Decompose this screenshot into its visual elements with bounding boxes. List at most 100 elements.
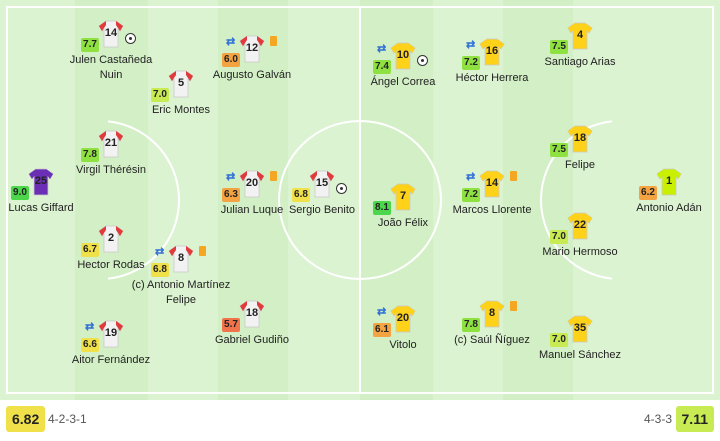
shirt-number: 25 — [34, 175, 48, 187]
player-shirt-icon — [390, 183, 416, 211]
player-shirt-icon — [567, 22, 593, 50]
shirt-number: 14 — [104, 27, 118, 39]
player-name: Héctor Herrera — [455, 72, 529, 84]
player-name: Mario Hermoso — [542, 246, 618, 258]
shirt-number: 7 — [399, 190, 407, 202]
shirt-number: 19 — [104, 327, 118, 339]
substitution-icon: ⇄ — [466, 39, 476, 51]
player-name: Felipe — [565, 159, 595, 171]
player-rating: 6.8 — [292, 188, 310, 202]
player-rating: 7.8 — [81, 148, 99, 162]
player-name: Vitolo — [389, 339, 417, 351]
player-shirt-icon — [98, 130, 124, 158]
player-rating: 6.3 — [222, 188, 240, 202]
shirt-number: 22 — [573, 219, 587, 231]
shirt-number: 10 — [396, 49, 410, 61]
shirt-number: 16 — [485, 45, 499, 57]
away-formation: 4-3-3 — [644, 412, 673, 426]
player-rating: 5.7 — [222, 318, 240, 332]
player-rating: 6.7 — [81, 243, 99, 257]
shirt-number: 4 — [576, 29, 584, 41]
player-name: Antonio Adán — [636, 202, 702, 214]
substitution-icon: ⇄ — [226, 36, 236, 48]
player-name: Sergio Benito — [288, 204, 356, 216]
shirt-number: 8 — [488, 307, 496, 319]
player-rating: 8.1 — [373, 201, 391, 215]
shirt-number: 8 — [177, 252, 185, 264]
player-name: Aitor Fernández — [71, 354, 151, 366]
shirt-number: 18 — [245, 307, 259, 319]
shirt-number: 1 — [665, 175, 673, 187]
yellow-card-icon — [510, 301, 517, 311]
player-shirt-icon — [168, 70, 194, 98]
away-player[interactable]: 8 7.8 (c) Saúl Ñíguez — [442, 300, 542, 400]
player-rating: 7.4 — [373, 60, 391, 74]
player-shirt-icon — [168, 245, 194, 273]
substitution-icon: ⇄ — [155, 246, 165, 258]
yellow-card-icon — [199, 246, 206, 256]
yellow-card-icon — [270, 36, 277, 46]
player-rating: 6.0 — [222, 53, 240, 67]
player-name: Santiago Arias — [544, 56, 616, 68]
player-rating: 7.8 — [462, 318, 480, 332]
player-name: Julian Luque — [220, 204, 284, 216]
player-rating: 7.7 — [81, 38, 99, 52]
player-rating: 6.8 — [151, 263, 169, 277]
player-rating: 7.0 — [550, 333, 568, 347]
goal-ball-icon — [125, 33, 136, 44]
player-rating: 6.1 — [373, 323, 391, 337]
substitution-icon: ⇄ — [226, 171, 236, 183]
away-team-rating: 7.11 — [675, 406, 714, 432]
player-shirt-icon — [98, 320, 124, 348]
yellow-card-icon — [270, 171, 277, 181]
player-shirt-icon — [567, 125, 593, 153]
player-rating: 7.0 — [550, 230, 568, 244]
shirt-number: 35 — [573, 322, 587, 334]
player-shirt-icon — [309, 170, 335, 198]
center-circle — [278, 120, 442, 280]
player-rating: 7.5 — [550, 40, 568, 54]
player-shirt-icon — [390, 305, 416, 333]
player-name: (c) Saúl Ñíguez — [454, 334, 530, 346]
player-shirt-icon — [390, 42, 416, 70]
player-rating: 9.0 — [11, 186, 29, 200]
player-name: Virgil Thérésin — [76, 164, 146, 176]
goalkeeper-shirt-icon — [656, 168, 682, 196]
yellow-card-icon — [510, 171, 517, 181]
substitution-icon: ⇄ — [466, 171, 476, 183]
shirt-number: 15 — [315, 177, 329, 189]
player-rating: 7.0 — [151, 88, 169, 102]
player-shirt-icon — [98, 20, 124, 48]
goal-ball-icon — [336, 183, 347, 194]
home-team-rating: 6.82 — [6, 406, 46, 432]
player-shirt-icon — [239, 300, 265, 328]
player-name: Marcos Llorente — [452, 204, 532, 216]
shirt-number: 5 — [177, 77, 185, 89]
player-rating: 7.2 — [462, 56, 480, 70]
player-shirt-icon — [479, 300, 505, 328]
substitution-icon: ⇄ — [85, 321, 95, 333]
player-name: Eric Montes — [151, 104, 211, 116]
